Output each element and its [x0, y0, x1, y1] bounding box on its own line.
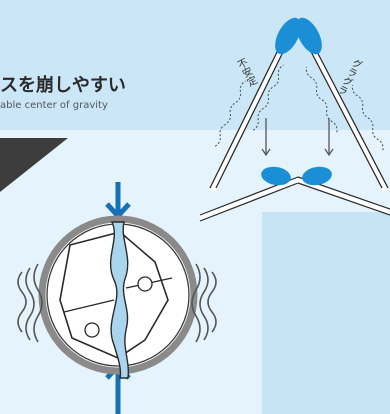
cotton-head-right-icon	[296, 17, 322, 55]
fallen-swabs-illustration	[198, 166, 390, 222]
cotton-head-left-icon	[275, 17, 301, 55]
subheadline-text: able center of gravity	[0, 100, 108, 111]
fallen-cotton-head-left-icon	[261, 166, 291, 186]
wobbly-swabs-illustration	[209, 17, 389, 192]
cross-section-diagram	[17, 182, 217, 414]
top-background-band	[0, 0, 390, 130]
right-background-panel	[262, 212, 390, 414]
fallen-cotton-head-right-icon	[302, 166, 332, 186]
headline-text: スを崩しやすい	[0, 75, 126, 96]
